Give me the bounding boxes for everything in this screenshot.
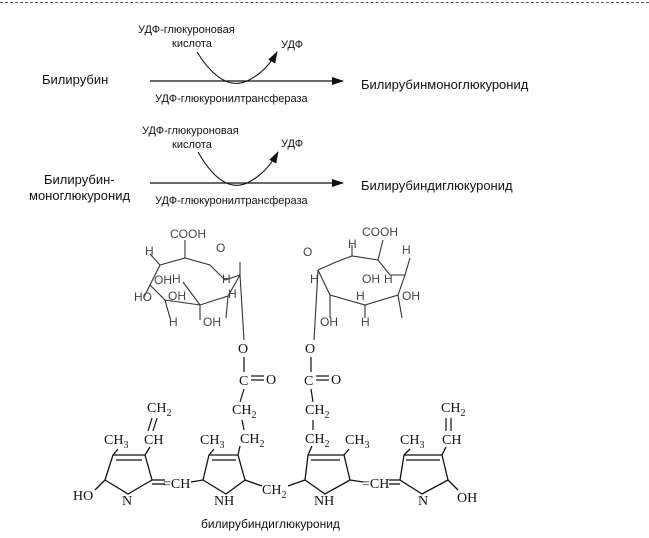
right-h2: H (402, 243, 411, 257)
right-chain-ch2-2: CH2 (305, 432, 329, 450)
left-h4: H (228, 287, 237, 301)
right-oh2: OH (402, 289, 420, 303)
ring2-methyl: CH3 (200, 433, 224, 451)
reaction-2-cosubstrate-line2: кислота (172, 139, 213, 151)
right-h3: H (310, 272, 319, 286)
left-ester-o: O (238, 342, 248, 357)
reaction-2-enzyme: УДФ-глюкуронилтрансфераза (155, 195, 309, 207)
ring1-n: N (122, 494, 132, 509)
reaction-1-cosubstrate-line1: УДФ-глюкуроновая (138, 24, 235, 36)
reaction-1-cosubstrate-line2: кислота (172, 38, 213, 50)
right-ester-o: O (305, 342, 315, 357)
right-cooh: COOH (362, 225, 398, 239)
bridge-3-ch: =CH (362, 477, 389, 492)
right-chain-ch2-1: CH2 (305, 403, 329, 421)
bridge-1-ch: =CH (163, 477, 190, 492)
structure-caption: билирубиндиглюкуронид (201, 517, 340, 531)
left-vinyl-ch: CH (144, 433, 163, 448)
left-o-ring: O (216, 241, 225, 255)
structural-formula: COOH H O H OH H HO OH H H OH COOH O H H … (73, 225, 477, 509)
right-oh3: OH (320, 315, 338, 329)
reaction-2-coproduct: УДФ (281, 138, 303, 150)
right-h1: H (348, 237, 357, 251)
pyrrole-ring-4 (399, 454, 449, 495)
ring3-methyl: CH3 (345, 433, 369, 451)
ring3-nh: NH (314, 494, 334, 509)
reaction-1-enzyme: УДФ-глюкуронилтрансфераза (155, 93, 309, 105)
right-vinyl-ch: CH (442, 433, 461, 448)
reaction-2-substrate-line2: моноглюкуронид (29, 188, 130, 203)
reaction-2-cosubstrate-line1: УДФ-глюкуроновая (142, 125, 239, 137)
right-h5: H (356, 289, 365, 303)
right-o-ring: O (303, 245, 312, 259)
reaction-2-curved-arrow (197, 151, 279, 186)
right-vinyl-ch2: CH2 (441, 401, 465, 419)
left-ho: HO (134, 290, 152, 304)
reaction-2: Билирубин- моноглюкуронид УДФ-глюкуронов… (29, 125, 513, 207)
pyrrole-ring-2 (202, 454, 246, 495)
left-oh3: OH (203, 315, 221, 329)
right-ester-o-double: O (331, 373, 341, 388)
right-ester-c: C (304, 374, 313, 389)
reaction-2-substrate-line1: Билирубин- (44, 172, 115, 187)
right-oh1: OH (362, 272, 380, 286)
left-oh1: OH (154, 273, 172, 287)
reaction-1: Билирубин УДФ-глюкуроновая кислота УДФ У… (42, 24, 529, 105)
glucuronide-right (313, 239, 411, 341)
ring-edge-top (159, 257, 241, 281)
pyrrole-ring-3 (304, 454, 351, 495)
left-h5: H (169, 315, 178, 329)
left-h2: H (172, 272, 181, 286)
ring4-methyl: CH3 (400, 433, 424, 451)
bridge-2-ch2: CH2 (262, 483, 286, 501)
left-chain-ch2-2: CH2 (240, 432, 264, 450)
pyrrole-ring-1 (104, 454, 153, 495)
ring1-ho: HO (73, 489, 93, 504)
ring1-methyl: CH3 (104, 433, 128, 451)
ring4-n: N (418, 494, 428, 509)
left-oh2: OH (168, 289, 186, 303)
glucuronide-left (143, 240, 245, 341)
left-h1: H (145, 244, 154, 258)
right-h4: H (384, 272, 393, 286)
left-vinyl-ch2: CH2 (147, 401, 171, 419)
reaction-1-substrate: Билирубин (42, 72, 108, 87)
left-cooh: COOH (170, 227, 206, 241)
ring4-oh: OH (457, 491, 477, 506)
left-ester-c: C (239, 374, 248, 389)
reaction-1-product: Билирубинмоноглюкуронид (361, 77, 529, 92)
reaction-2-product: Билирубиндиглюкуронид (361, 178, 513, 193)
reaction-1-coproduct: УДФ (281, 39, 303, 51)
left-h3: H (222, 272, 231, 286)
right-h6: H (361, 315, 370, 329)
left-chain-ch2-1: CH2 (232, 403, 256, 421)
reaction-1-curved-arrow (196, 51, 278, 84)
left-ester-o-double: O (266, 373, 276, 388)
top-dashed-border (0, 2, 649, 3)
ring2-nh: NH (214, 494, 234, 509)
